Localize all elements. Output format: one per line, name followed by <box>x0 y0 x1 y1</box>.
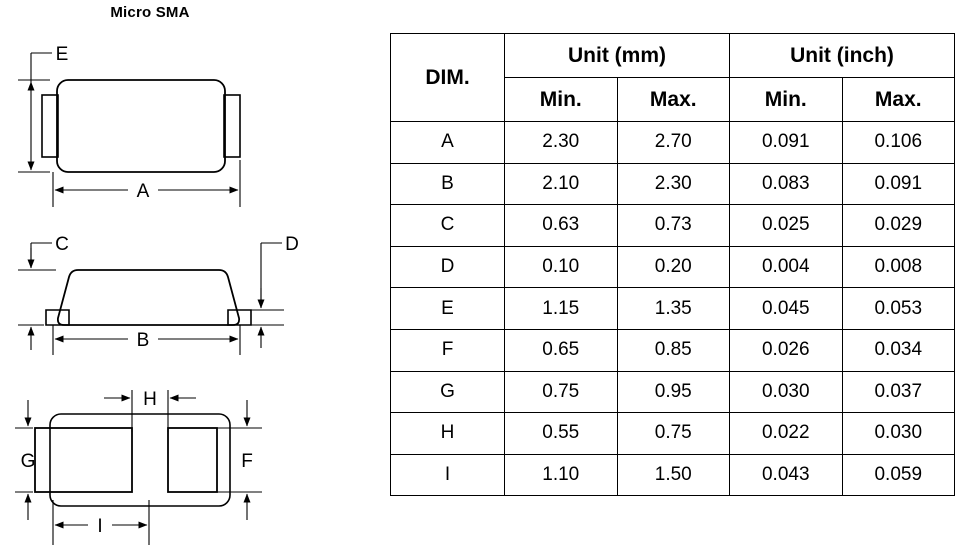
cell-dim: C <box>390 204 505 247</box>
cell-dim: B <box>390 162 505 206</box>
header-unit-mm: Unit (mm) <box>504 33 730 78</box>
footprint-view-group <box>15 390 262 545</box>
label-f: F <box>241 451 253 472</box>
cell-mm-max: 0.75 <box>616 412 730 455</box>
cell-mm-min: 0.75 <box>504 370 618 414</box>
top-view-left-terminal <box>41 94 59 158</box>
cell-inch-max: 0.059 <box>841 453 955 497</box>
cell-inch-max: 0.091 <box>841 162 955 206</box>
cell-mm-min: 2.30 <box>504 121 618 164</box>
package-drawings-panel: Micro SMA <box>0 0 380 552</box>
header-mm-min: Min. <box>504 77 618 122</box>
cell-mm-max: 0.85 <box>616 328 730 372</box>
cell-mm-max: 0.95 <box>616 370 730 414</box>
side-view-group <box>18 242 284 355</box>
cell-inch-max: 0.029 <box>841 204 955 247</box>
cell-mm-max: 1.50 <box>616 453 730 497</box>
label-c: C <box>55 234 69 255</box>
cell-mm-max: 2.70 <box>616 121 730 164</box>
cell-mm-max: 2.30 <box>616 162 730 206</box>
cell-dim: G <box>390 370 505 414</box>
label-d: D <box>285 234 299 255</box>
cell-mm-min: 0.55 <box>504 412 618 455</box>
cell-inch-min: 0.022 <box>729 412 843 455</box>
top-view-right-terminal <box>223 94 241 158</box>
cell-inch-max: 0.030 <box>841 412 955 455</box>
cell-mm-max: 1.35 <box>616 287 730 330</box>
footprint-right-pad <box>167 427 218 493</box>
cell-inch-min: 0.004 <box>729 245 843 289</box>
footprint-outline <box>49 413 231 507</box>
cell-inch-min: 0.030 <box>729 370 843 414</box>
cell-inch-max: 0.053 <box>841 287 955 330</box>
cell-inch-min: 0.026 <box>729 328 843 372</box>
header-row-minmax: Min. Max. Min. Max. <box>391 77 955 122</box>
cell-mm-min: 2.10 <box>504 162 618 206</box>
label-a: A <box>137 181 150 202</box>
cell-mm-max: 0.20 <box>616 245 730 289</box>
label-h: H <box>143 389 157 410</box>
cell-dim: H <box>390 412 505 455</box>
header-inch-min: Min. <box>729 77 843 122</box>
cell-inch-min: 0.043 <box>729 453 843 497</box>
label-e: E <box>56 44 69 65</box>
header-unit-inch: Unit (inch) <box>729 33 955 78</box>
cell-inch-max: 0.034 <box>841 328 955 372</box>
side-view-body <box>56 269 241 326</box>
cell-dim: D <box>390 245 505 289</box>
cell-inch-max: 0.008 <box>841 245 955 289</box>
cell-inch-max: 0.106 <box>841 121 955 164</box>
dimension-table-head: DIM. Unit (mm) Unit (inch) Min. Max. Min… <box>390 33 955 122</box>
header-mm-max: Max. <box>616 77 730 122</box>
cell-mm-min: 1.15 <box>504 287 618 330</box>
cell-inch-min: 0.091 <box>729 121 843 164</box>
label-g: G <box>21 451 36 472</box>
cell-mm-min: 0.65 <box>504 328 618 372</box>
top-view-group <box>18 52 241 207</box>
header-inch-max: Max. <box>841 77 955 122</box>
label-i: I <box>97 516 102 537</box>
cell-mm-min: 0.10 <box>504 245 618 289</box>
cell-inch-min: 0.045 <box>729 287 843 330</box>
top-view-body <box>56 79 226 173</box>
dimension-table-container: DIM. Unit (mm) Unit (inch) Min. Max. Min… <box>390 33 955 497</box>
cell-mm-min: 0.63 <box>504 204 618 247</box>
cell-mm-min: 1.10 <box>504 453 618 497</box>
cell-inch-min: 0.083 <box>729 162 843 206</box>
dimension-labels: E A C D B G F H I <box>21 44 299 537</box>
label-b: B <box>137 330 150 351</box>
cell-mm-max: 0.73 <box>616 204 730 247</box>
footprint-left-pad <box>34 427 133 493</box>
cell-dim: A <box>390 121 505 164</box>
package-outline-drawings: E A C D B G F H I <box>15 44 299 545</box>
header-dim: DIM. <box>390 33 505 122</box>
cell-inch-min: 0.025 <box>729 204 843 247</box>
cell-inch-max: 0.037 <box>841 370 955 414</box>
package-title: Micro SMA <box>110 4 190 21</box>
header-row-units: DIM. Unit (mm) Unit (inch) <box>390 33 955 122</box>
cell-dim: I <box>390 453 505 497</box>
cell-dim: F <box>390 328 505 372</box>
dimension-table: DIM. Unit (mm) Unit (inch) Min. Max. Min… <box>390 33 955 497</box>
cell-dim: E <box>390 287 505 330</box>
